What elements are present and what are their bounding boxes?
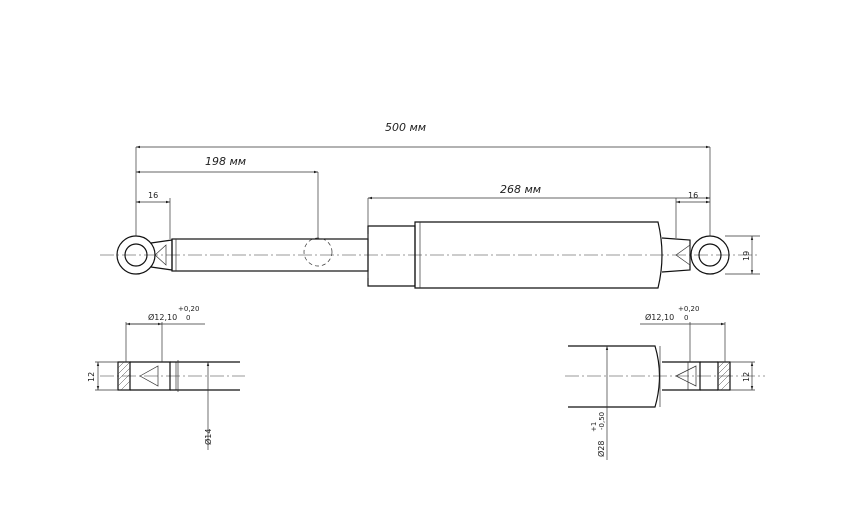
right-detail: Ø12,10 +0,20 0 12 Ø28 +1 -0,50 [565,305,765,460]
cylinder-body [367,221,663,289]
left-hole-dia: Ø12,10 [148,312,177,322]
right-hole-tol-lower: 0 [684,314,688,322]
right-body-tol-lower: -0,50 [598,412,606,430]
eye-height-label: 19 [742,251,751,261]
right-hole-tol-upper: +0,20 [678,305,699,313]
right-height-label: 12 [742,372,751,382]
left-hole-tol-upper: +0,20 [178,305,199,313]
right-hole-dia: Ø12,10 [645,312,674,322]
rod-length-label: 198 мм [205,155,246,168]
right-body-tol-upper: +1 [590,422,598,432]
right-body-dia: Ø28 [596,441,606,457]
eye-right-label: 16 [688,191,698,200]
left-detail: Ø12,10 +0,20 0 12 Ø14 [87,305,245,450]
body-length-label: 268 мм [500,183,541,196]
total-length-label: 500 мм [385,121,426,134]
left-height-label: 12 [87,372,96,382]
eye-left-label: 16 [148,191,158,200]
main-view: 500 мм 198 мм 268 мм 16 16 19 [100,121,760,289]
left-rod-dia: Ø14 [203,429,213,445]
left-hole-tol-lower: 0 [186,314,190,322]
piston-rod [171,237,369,272]
